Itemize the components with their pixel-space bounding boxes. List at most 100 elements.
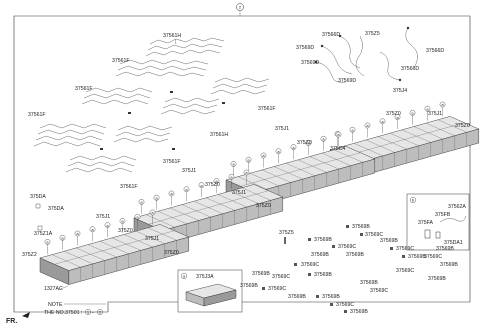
module-4-callout-letter: a	[151, 210, 154, 215]
label-375J3A: 375J3A	[196, 274, 214, 280]
module-3-callout-circle	[213, 178, 220, 184]
label-1327AC: 1327AC	[44, 286, 63, 292]
cooling-hose-group	[314, 26, 418, 83]
label-37569C-6: 37569C	[396, 268, 414, 274]
clip-labels: 37569B 37569C 37569B 37569C 37569B 37569…	[240, 224, 458, 315]
module-3-callout-letter: a	[170, 191, 173, 196]
label-37569B-1: 37569B	[352, 224, 370, 230]
module-2-callout-circle	[230, 161, 237, 167]
label-375J1-6: 375J1	[145, 236, 159, 242]
label-37569B-7: 37569B	[408, 254, 426, 260]
module-3-callout-letter: a	[155, 195, 158, 200]
module-4-callout-letter: a	[106, 223, 109, 228]
battery-modules: aaaaaaaaaaaaaaaaaaaaaaaaaaaaaaaa	[39, 101, 480, 285]
note-text: THE NO.37501 :	[44, 310, 82, 316]
label-375J1-1: 375J1	[428, 111, 442, 117]
label-375Z0-6: 375Z0	[256, 203, 271, 209]
module-4-callout-letter: a	[76, 231, 79, 236]
module-2-callout-circle	[245, 156, 252, 163]
inset-b-box	[406, 193, 470, 251]
module-1-callout-letter: a	[351, 127, 354, 132]
label-37561H-top: 37561H	[163, 33, 181, 39]
label-37561F-4: 37561F	[258, 106, 276, 112]
module-3-callout-circle	[168, 190, 175, 197]
label-37569C-7: 37569C	[272, 274, 290, 280]
label-37569B-6: 37569B	[436, 246, 454, 252]
label-37569B-13: 37569B	[240, 283, 258, 289]
label-375Z0-1: 375Z0	[386, 111, 401, 117]
label-375Z0-7: 375Z0	[164, 250, 179, 256]
module-3-callout-letter: a	[185, 187, 188, 192]
module-1-callout-letter: a	[396, 115, 399, 120]
label-375FB: 375FB	[435, 212, 451, 218]
module-2-callout-circle	[305, 140, 312, 146]
label-37561F-3: 37561F	[28, 112, 46, 118]
label-37569C-9: 37569C	[370, 288, 388, 294]
label-37569B-9: 37569B	[314, 272, 332, 278]
module-4-callout-letter: a	[46, 240, 49, 245]
module-3-rail	[148, 190, 269, 225]
module-1-rail	[344, 122, 465, 157]
module-2-callout-circle	[320, 135, 327, 142]
module-1-callout-letter: a	[441, 102, 444, 107]
module-2-callout-letter: a	[247, 157, 250, 162]
label-37569B-12: 37569B	[360, 280, 378, 286]
label-37569B-10: 37569B	[428, 276, 446, 282]
label-375Z5-low: 375Z5	[279, 230, 294, 236]
label-375Z0-4: 375Z0	[205, 182, 220, 188]
module-1-callout-letter: a	[411, 111, 414, 116]
module-2-callout-letter: a	[262, 153, 265, 158]
note-ref2: 2	[99, 310, 102, 315]
label-37569C-2: 37569C	[338, 244, 356, 250]
label-37569C-3: 37569C	[396, 246, 414, 252]
module-4-callout-letter: a	[91, 227, 94, 232]
label-37562A: 37562A	[448, 204, 466, 210]
module-3-callout-letter: a	[245, 170, 248, 175]
label-37569B-4: 37569B	[311, 252, 329, 258]
label-375Z0-5: 375Z0	[118, 228, 133, 234]
label-375FA: 375FA	[418, 220, 434, 226]
label-375Z2: 375Z2	[22, 252, 37, 258]
label-37569B-5: 37569B	[346, 252, 364, 258]
module-2-callout-letter: a	[232, 162, 235, 167]
label-375DA-2: 375DA	[48, 206, 64, 212]
label-375C4: 375C4	[330, 146, 345, 152]
module-3-callout-circle	[138, 199, 145, 205]
module-4-callout-circle	[119, 218, 126, 224]
label-37569C-10: 37569C	[336, 302, 354, 308]
note-dash: -	[92, 310, 94, 316]
label-37569D-2: 37569D	[301, 60, 319, 66]
module-1-callout-letter: a	[426, 106, 429, 111]
module-3-callout-circle	[243, 169, 250, 176]
outer-frame	[13, 15, 471, 313]
module-3-callout-letter: a	[215, 179, 218, 184]
top-ref-number: 2	[239, 5, 242, 10]
label-375J1-4: 375J1	[96, 214, 110, 220]
label-375Z1A: 375Z1A	[34, 231, 53, 237]
label-37569B-3: 37569B	[380, 238, 398, 244]
module-4-callout-letter: a	[61, 235, 64, 240]
label-37561F-6: 37561F	[120, 184, 138, 190]
module-4-callout-circle	[149, 209, 156, 216]
label-375J1-3: 375J1	[182, 168, 196, 174]
label-37569C-5: 37569C	[424, 254, 442, 260]
module-4-callout-circle	[44, 239, 51, 245]
module-3-callout-letter: a	[200, 183, 203, 188]
module-1-callout-circle	[424, 105, 431, 112]
note-title: NOTE	[48, 302, 63, 308]
module-2-callout-letter: a	[292, 145, 295, 150]
front-indicator: FR.	[6, 318, 17, 325]
inset-a-module	[185, 283, 237, 307]
module-2-callout-circle	[335, 131, 342, 138]
label-37561F-5: 37561F	[163, 159, 181, 165]
label-375DA-1: 375DA	[30, 194, 46, 200]
label-37569B-16: 37569B	[288, 294, 306, 300]
note-ref1: 1	[87, 310, 90, 315]
wiring-harness-group	[33, 37, 270, 173]
module-3-callout-letter: a	[140, 200, 143, 205]
label-37566D-3: 37566D	[401, 66, 419, 72]
module-2-callout-letter: a	[337, 132, 340, 137]
module-3-callout-circle	[228, 173, 235, 180]
label-375Z5-top: 375Z5	[365, 31, 380, 37]
